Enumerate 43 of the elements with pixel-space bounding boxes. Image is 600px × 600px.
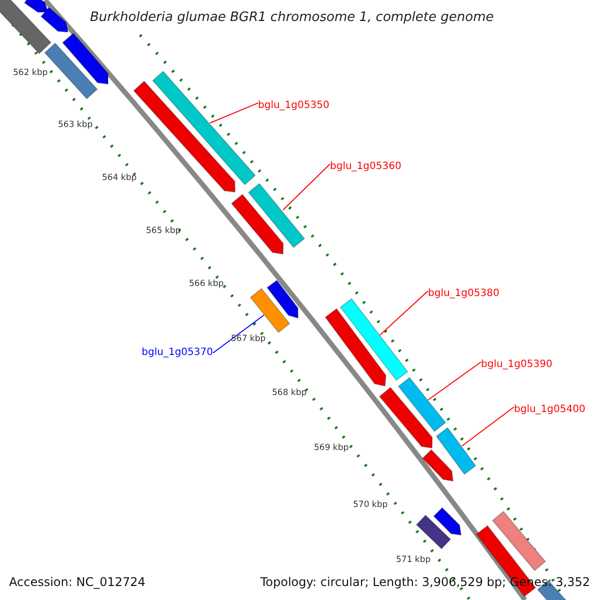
gene-block bbox=[250, 288, 290, 334]
gene-label: bglu_1g05360 bbox=[330, 162, 402, 172]
gene-label: bglu_1g05400 bbox=[514, 405, 586, 415]
leader-line bbox=[462, 406, 514, 446]
tick-label: 569 kbp bbox=[314, 444, 349, 452]
gene-block bbox=[422, 449, 454, 482]
gene-block bbox=[0, 0, 52, 54]
gene-block bbox=[62, 32, 108, 85]
gene-block bbox=[378, 386, 433, 449]
tick-label: 562 kbp bbox=[13, 69, 48, 78]
tick-label: 568 kbp bbox=[272, 389, 307, 398]
leader-line bbox=[212, 314, 264, 354]
tick-label: 571 kbp bbox=[396, 556, 431, 564]
gene-block bbox=[152, 70, 256, 186]
gene-block bbox=[433, 507, 462, 536]
gene-block bbox=[492, 510, 546, 572]
gene-block bbox=[266, 280, 298, 319]
gene-block bbox=[324, 308, 386, 387]
genome-info-text: Topology: circular; Length: 3,906,529 bp; Genes: 3,352 bbox=[260, 576, 590, 588]
tick-label: 565 kbp bbox=[146, 227, 181, 236]
gene-block bbox=[248, 182, 306, 248]
gene-label: bglu_1g05350 bbox=[258, 101, 330, 111]
title: Burkholderia glumae BGR1 chromosome 1, complete genome bbox=[90, 11, 494, 24]
leader-line bbox=[210, 102, 258, 124]
gene-block bbox=[230, 194, 284, 255]
tick-label: 566 kbp bbox=[189, 280, 224, 288]
gene-label: bglu_1g05370 bbox=[142, 348, 213, 358]
tick-label: 567 kbp bbox=[231, 335, 266, 344]
gene-label: bglu_1g05380 bbox=[428, 289, 500, 299]
tick-label: 563 kbp bbox=[58, 121, 93, 130]
tick-label: 570 kbp bbox=[353, 501, 388, 510]
gene-block bbox=[40, 6, 69, 33]
accession-text: Accession: NC_012724 bbox=[9, 576, 146, 588]
gene-block bbox=[340, 298, 408, 381]
gene-block bbox=[398, 376, 446, 432]
gene-label: bglu_1g05390 bbox=[481, 360, 552, 370]
tick-label: 564 kbp bbox=[102, 174, 137, 182]
leader-line bbox=[428, 362, 482, 400]
gene-block bbox=[24, 0, 49, 13]
gene-block bbox=[436, 427, 476, 475]
leader-line bbox=[380, 290, 428, 336]
gene-block bbox=[416, 514, 452, 550]
leader-line bbox=[282, 164, 330, 210]
